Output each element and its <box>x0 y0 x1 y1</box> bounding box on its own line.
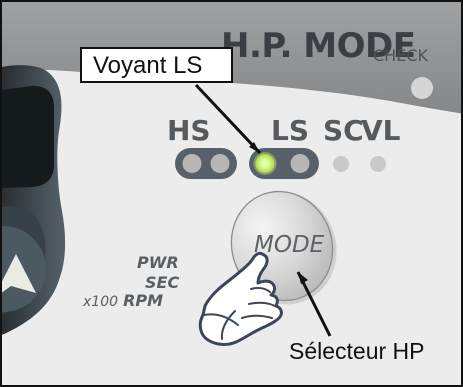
left-screen-window <box>2 86 54 188</box>
rpm-prefix: x100 <box>83 294 118 310</box>
mode-label-hs: HS <box>167 117 211 145</box>
mode-label-ls: LS <box>271 117 309 145</box>
voyant-ls-callout: Voyant LS <box>80 47 233 83</box>
check-label: CHECK <box>373 48 428 64</box>
sc-led <box>333 156 349 172</box>
sec-label: SEC <box>145 275 179 291</box>
vl-led <box>370 156 386 172</box>
selecteur-hp-callout: Sélecteur HP <box>289 340 425 363</box>
hs-led-right <box>211 154 230 173</box>
hs-led-left <box>183 154 202 173</box>
mode-label-vl: VL <box>361 117 401 145</box>
mode-button-label: MODE <box>254 232 324 258</box>
mode-label-sc: SC <box>323 117 364 145</box>
pwr-label: PWR <box>137 255 179 271</box>
ls-led-secondary <box>291 154 310 173</box>
rpm-main: RPM <box>123 291 163 310</box>
check-indicator <box>411 77 433 99</box>
rpm-label: x100 RPM <box>83 293 163 309</box>
ls-led <box>256 154 275 173</box>
